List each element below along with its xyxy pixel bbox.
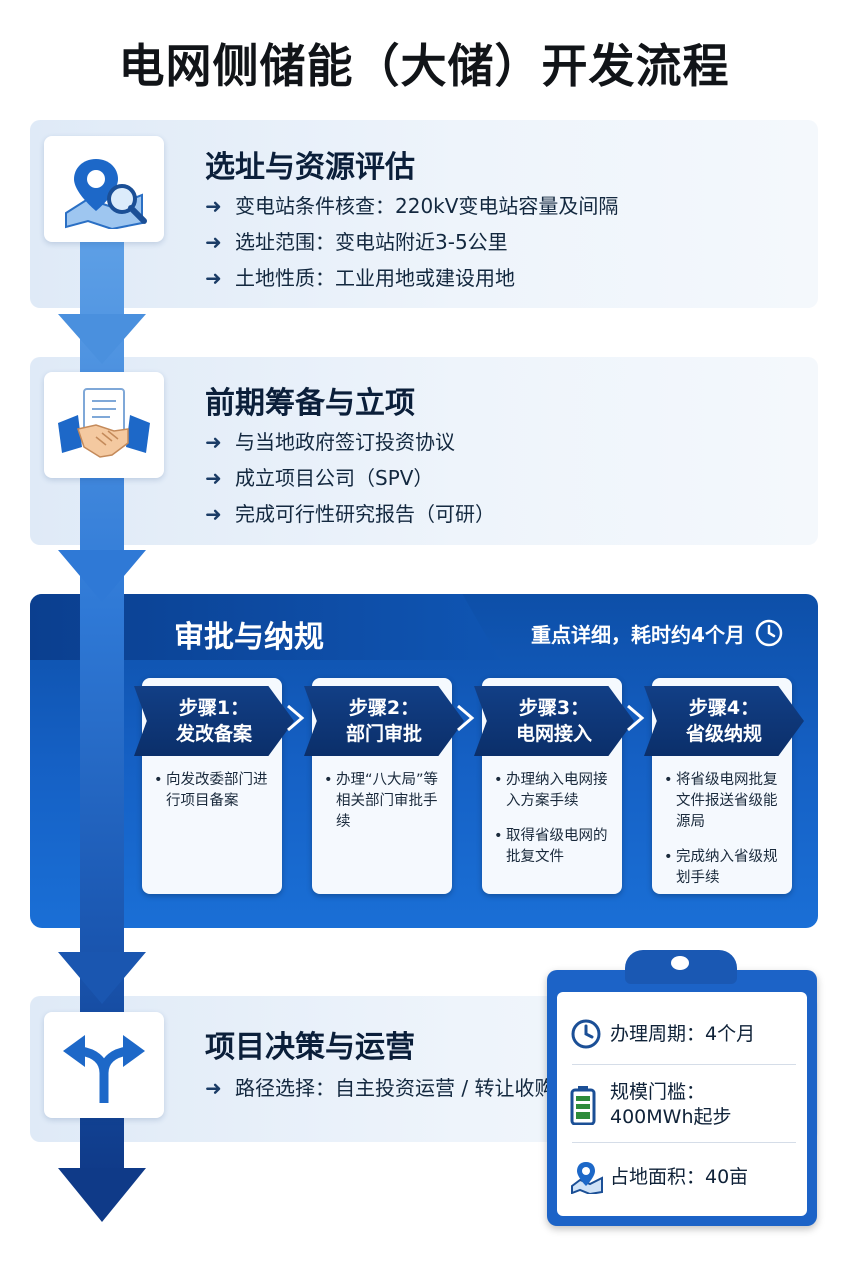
stage-icon-prep (44, 372, 164, 478)
step-header: 步骤1： 发改备案 (134, 686, 294, 756)
chevron-right-icon (287, 704, 305, 732)
list-item: ➜完成可行性研究报告（可研） (205, 496, 495, 532)
page-title: 电网侧储能（大储）开发流程 (118, 39, 730, 93)
approval-title: 审批与纳规 (174, 620, 324, 655)
flow-arrow-4 (58, 1168, 146, 1222)
clock-icon (755, 619, 783, 647)
stage-icon-decision (44, 1012, 164, 1118)
info-scale: 规模门槛：400MWh起步 (570, 1080, 800, 1130)
list-item: •办理“八大局”等相关部门审批手续 (324, 772, 439, 830)
list-item: •完成纳入省级规划手续 (664, 849, 778, 886)
arrow-right-icon: ➜ (205, 1076, 222, 1100)
stage-bullets-decision: ➜路径选择：自主投资运营 / 转让收购 (205, 1070, 554, 1106)
list-item: •办理纳入电网接入方案手续 (494, 772, 608, 809)
arrow-right-icon: ➜ (205, 266, 222, 290)
clock-icon (571, 1019, 601, 1049)
approval-step-card-4: 步骤4： 省级纳规 •将省级电网批复文件报送省级能源局 •完成纳入省级规划手续 (644, 678, 804, 894)
list-item: ➜土地性质：工业用地或建设用地 (205, 260, 618, 296)
list-item: ➜成立项目公司（SPV） (205, 460, 495, 496)
approval-step-card-3: 步骤3： 电网接入 •办理纳入电网接入方案手续 •取得省级电网的批复文件 (474, 678, 634, 894)
map-pin-icon (571, 1162, 603, 1194)
arrow-right-icon: ➜ (205, 230, 222, 254)
approval-step-card-2: 步骤2： 部门审批 •办理“八大局”等相关部门审批手续 (304, 678, 464, 894)
arrow-right-icon: ➜ (205, 194, 222, 218)
stage-bullets-site: ➜变电站条件核查：220kV变电站容量及间隔 ➜选址范围：变电站附近3-5公里 … (205, 188, 618, 296)
list-item: •将省级电网批复文件报送省级能源局 (664, 772, 778, 830)
stage-title-decision: 项目决策与运营 (205, 1030, 415, 1065)
stage-title-prep: 前期筹备与立项 (205, 386, 415, 421)
list-item: ➜路径选择：自主投资运营 / 转让收购 (205, 1070, 554, 1106)
list-item: ➜与当地政府签订投资协议 (205, 424, 495, 460)
approval-duration-note: 重点详细，耗时约4个月 (496, 608, 818, 658)
stage-title-site: 选址与资源评估 (205, 150, 415, 185)
arrow-right-icon: ➜ (205, 430, 222, 454)
stage-icon-site (44, 136, 164, 242)
battery-icon (570, 1086, 596, 1125)
chevron-right-icon (627, 704, 645, 732)
list-item: ➜变电站条件核查：220kV变电站容量及间隔 (205, 188, 618, 224)
step-header: 步骤4： 省级纳规 (644, 686, 804, 756)
fork-arrows-icon (63, 1035, 145, 1103)
approval-step-card-1: 步骤1： 发改备案 •向发改委部门进行项目备案 (134, 678, 294, 894)
list-item: •取得省级电网的批复文件 (494, 828, 608, 865)
arrow-right-icon: ➜ (205, 466, 222, 490)
list-item: ➜选址范围：变电站附近3-5公里 (205, 224, 618, 260)
map-pin-search-icon (65, 159, 147, 229)
list-item: •向发改委部门进行项目备案 (154, 772, 268, 809)
stage-bullets-prep: ➜与当地政府签订投资协议 ➜成立项目公司（SPV） ➜完成可行性研究报告（可研） (205, 424, 495, 532)
handshake-document-icon (58, 388, 150, 458)
arrow-right-icon: ➜ (205, 502, 222, 526)
info-period: 办理周期：4个月 (570, 1018, 800, 1050)
chevron-right-icon (457, 704, 475, 732)
info-area: 占地面积：40亩 (570, 1160, 800, 1194)
step-header: 步骤2： 部门审批 (304, 686, 464, 756)
step-header: 步骤3： 电网接入 (474, 686, 634, 756)
